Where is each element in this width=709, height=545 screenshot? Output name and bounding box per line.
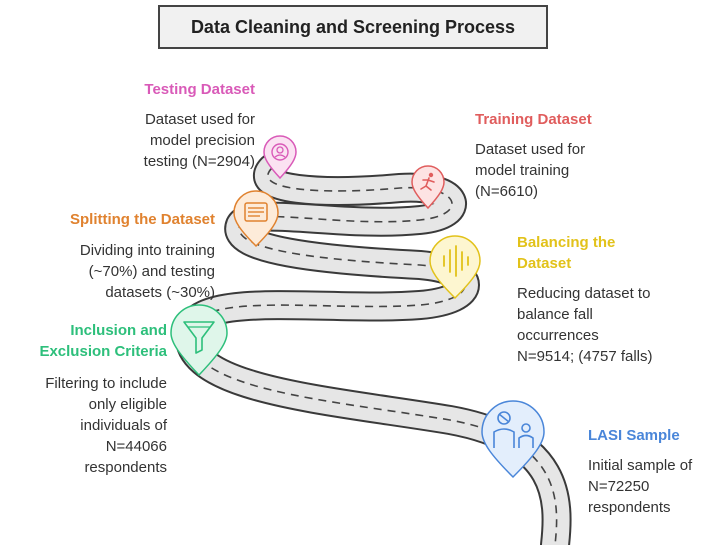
diagram-title: Data Cleaning and Screening Process — [190, 16, 516, 37]
balancing-pin — [429, 235, 481, 300]
testing-pin — [263, 135, 297, 180]
lasi-desc: Initial sample of N=72250 respondents — [588, 457, 693, 516]
runner-icon — [420, 172, 435, 191]
training-title: Training Dataset — [475, 111, 592, 128]
title-box: Data Cleaning and Screening Process — [158, 5, 548, 49]
splitting-desc: Dividing into training (~70%) and testin… — [79, 242, 215, 301]
waveform-icon — [443, 245, 469, 277]
balancing-desc: Reducing dataset to balance fall occurre… — [517, 285, 653, 365]
testing-desc: Dataset used for model precision testing… — [143, 111, 255, 170]
balancing-title: Balancing the Dataset — [517, 234, 616, 272]
funnel-icon — [183, 321, 215, 354]
badge-icon — [271, 143, 289, 161]
training-desc: Dataset used for model training (N=6610) — [475, 141, 586, 200]
lasi-pin — [481, 400, 545, 479]
splitting-title: Splitting the Dataset — [69, 211, 215, 228]
training-pin — [411, 165, 445, 210]
inclusion-pin — [170, 304, 228, 377]
testing-title: Testing Dataset — [144, 81, 255, 98]
people-icon — [493, 411, 534, 448]
inclusion-title: Inclusion and Exclusion Criteria — [39, 322, 167, 360]
lasi-title: LASI Sample — [588, 427, 680, 444]
document-icon — [244, 202, 268, 222]
splitting-pin — [233, 190, 279, 248]
inclusion-desc: Filtering to include only eligible indiv… — [45, 375, 167, 476]
